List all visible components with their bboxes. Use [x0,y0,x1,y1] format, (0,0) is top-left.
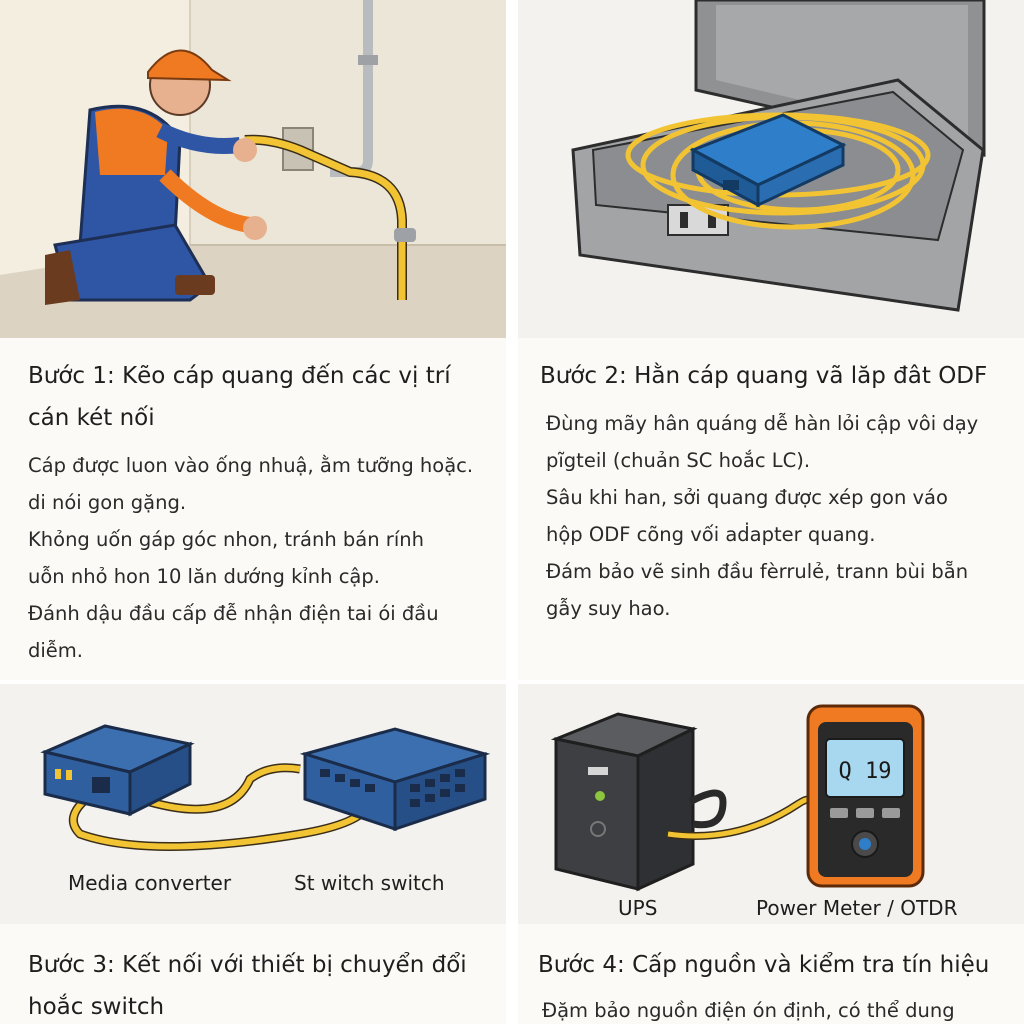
step2-body: Đùng mãy hân quáng dễ hàn lỏi cập vôi dạ… [546,405,978,627]
step1-body-line: uỗn nhỏ hon 10 lăn dướng kỉnh cập. [28,565,380,588]
step2-body-line: hộp ODF cõng vối aḋapter quang. [546,523,876,546]
step4-textbox: Bước 4: Cấp nguồn và kiểm tra tín hiệu Đ… [518,924,1024,1024]
step1-body: Cáp được luon vào ống nhuậ, ằm tưỡng hoặ… [28,447,473,669]
step4-illustration: Q 19 UPS Power Meter / OTDR [518,684,1024,924]
step1-body-line: diễm. [28,639,83,662]
step2-heading-line: Bước 2: Hằn cáp quang vã lăp đât ODF [540,363,988,389]
step1-heading-line: Bước 1: Kẽo cáp quang đến các vị trí [28,363,451,389]
step4-heading: Bước 4: Cấp nguồn và kiểm tra tín hiệu [538,944,989,986]
power-meter-label: Power Meter / OTDR [756,896,958,920]
step2-body-line: Sâu khi han, sởi quang được xép gon váo [546,486,948,509]
step1-illustration [0,0,506,338]
step1-body-line: Khỏng uốn gáp góc nhon, tránh bán rính [28,528,424,551]
step1-body-line: Đánh dậu đầu cấp đễ nhận điện tai ói đầu [28,602,439,625]
step2-body-line: pĩgteil (chuản SC hoắc LC). [546,449,811,472]
step2-body-line: gẫy suy hao. [546,597,671,620]
step1-body-line: Cáp được luon vào ống nhuậ, ằm tưỡng hoặ… [28,454,474,477]
step3-illustration: Media converter St witch switch [0,684,506,924]
step2-illustration [518,0,1024,338]
step3-textbox: Bước 3: Kết nối với thiết bị chuyển đổi … [0,924,506,1024]
step1-textbox: Bước 1: Kẽo cáp quang đến các vị trí cán… [0,338,506,680]
step4-heading-line: Bước 4: Cấp nguồn và kiểm tra tín hiệu [538,952,990,978]
step2-body-line: Đùng mãy hân quáng dễ hàn lỏi cập vôi dạ… [546,412,979,435]
step3-panel: Media converter St witch switch Bước 3: … [0,684,506,1024]
switch-label: St witch switch [294,871,445,895]
step2-heading: Bước 2: Hằn cáp quang vã lăp đât ODF [540,355,987,397]
step3-heading-line: Bước 3: Kết nối với thiết bị chuyển đổi [28,952,467,978]
meter-reading: Q 19 [839,759,892,784]
ups-label: UPS [618,896,658,920]
step2-panel: Bước 2: Hằn cáp quang vã lăp đât ODF Đùn… [518,0,1024,680]
step1-panel: Bước 1: Kẽo cáp quang đến các vị trí cán… [0,0,506,680]
media-converter-label: Media converter [68,871,232,895]
step4-body: Đặm bảo nguồn điện ón định, có thể dung [542,992,955,1024]
step4-body-line: Đặm bảo nguồn điện ón định, có thể dung [542,999,955,1022]
step1-heading: Bước 1: Kẽo cáp quang đến các vị trí cán… [28,355,451,439]
step2-textbox: Bước 2: Hằn cáp quang vã lăp đât ODF Đùn… [518,338,1024,680]
step4-panel: Q 19 UPS Power Meter / OTDR Bước 4: Cấp … [518,684,1024,1024]
step3-heading: Bước 3: Kết nối với thiết bị chuyển đổi … [28,944,467,1024]
step2-body-line: Đám bảo vẽ sinh đầu fèrrulẻ, trann bùi b… [546,560,969,583]
step1-body-line: di nói gon gặng. [28,491,187,514]
step1-heading-line: cán két nối [28,405,155,431]
step3-heading-line: hoắc switch [28,994,165,1020]
